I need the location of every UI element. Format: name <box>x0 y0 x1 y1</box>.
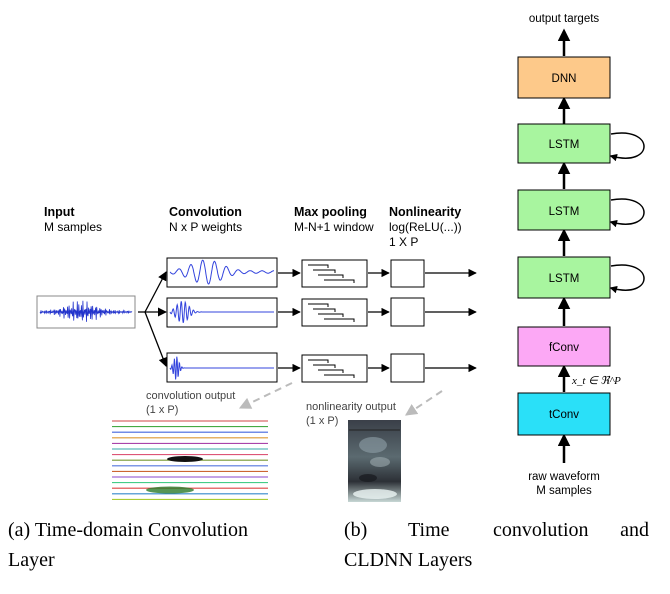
output-arrows <box>425 268 477 373</box>
dashed-arrows <box>238 382 443 416</box>
lstm-2-label: LSTM <box>549 206 580 218</box>
cldnn-panel: output targets DNN LSTM LSTM LSTM fConv … <box>517 13 645 497</box>
nonlinearity-sub1: log(ReLU(...)) <box>389 220 462 234</box>
m-samples-label: M samples <box>536 485 592 497</box>
lstm-block-2 <box>517 189 611 231</box>
raw-waveform-label: raw waveform <box>528 471 600 483</box>
tconv-label: tConv <box>549 409 579 421</box>
output-targets-label: output targets <box>529 13 600 25</box>
dnn-label: DNN <box>552 73 577 85</box>
fanout-arrows <box>138 271 168 367</box>
dnn-block <box>517 56 611 99</box>
lstm-block-3 <box>517 123 611 164</box>
time-conv-panel: Input M samples Convolution N x P weight… <box>36 205 477 502</box>
input-title: Input <box>44 205 75 219</box>
conv-filter-2 <box>166 297 278 328</box>
pool-box-2 <box>301 298 368 327</box>
caption-b-line2: CLDNN Layers <box>344 549 473 571</box>
xt-label: x_t ∈ ℜ^P <box>571 375 621 387</box>
lstm-3-label: LSTM <box>549 139 580 151</box>
caption-a-line1: (a) Time-domain Convolution <box>8 519 248 541</box>
convolution-sub: N x P weights <box>169 220 242 234</box>
pool-to-nonlin-arrows <box>368 268 390 373</box>
nonlin-output-dims: (1 x P) <box>306 415 338 427</box>
caption-b-part4: and <box>620 519 649 541</box>
conv-filter-1 <box>166 257 278 288</box>
nonlin-box-3 <box>390 353 425 383</box>
convolution-title: Convolution <box>169 205 242 219</box>
nonlin-output-image <box>348 420 401 502</box>
caption-b-part1: (b) <box>344 519 367 541</box>
nonlin-box-2 <box>390 297 425 327</box>
conv-output-dims: (1 x P) <box>146 404 178 416</box>
nonlinearity-title: Nonlinearity <box>389 205 461 219</box>
nonlin-box-1 <box>390 259 425 288</box>
recurrent-loops <box>609 132 645 294</box>
conv-output-image <box>112 417 268 502</box>
conv-to-pool-arrows <box>278 268 301 373</box>
max-pooling-sub: M-N+1 window <box>294 220 374 234</box>
caption-a-line2: Layer <box>8 549 55 571</box>
lstm-block-1 <box>517 256 611 299</box>
conv-filter-3 <box>166 352 278 383</box>
pool-box-1 <box>301 259 368 288</box>
captions: (a) Time-domain Convolution Layer (b) Ti… <box>8 519 649 571</box>
nonlinearity-sub2: 1 X P <box>389 235 418 249</box>
fconv-label: fConv <box>549 342 579 354</box>
tconv-block <box>517 392 611 436</box>
lstm-1-label: LSTM <box>549 273 580 285</box>
fconv-block <box>517 326 611 367</box>
pool-box-3 <box>301 354 368 383</box>
caption-b-part3: convolution <box>493 519 589 541</box>
input-waveform <box>36 295 136 329</box>
caption-b-part2: Time <box>408 519 450 541</box>
input-sub: M samples <box>44 220 102 234</box>
conv-output-label: convolution output <box>146 390 235 402</box>
nonlin-output-label: nonlinearity output <box>306 401 396 413</box>
max-pooling-title: Max pooling <box>294 205 367 219</box>
